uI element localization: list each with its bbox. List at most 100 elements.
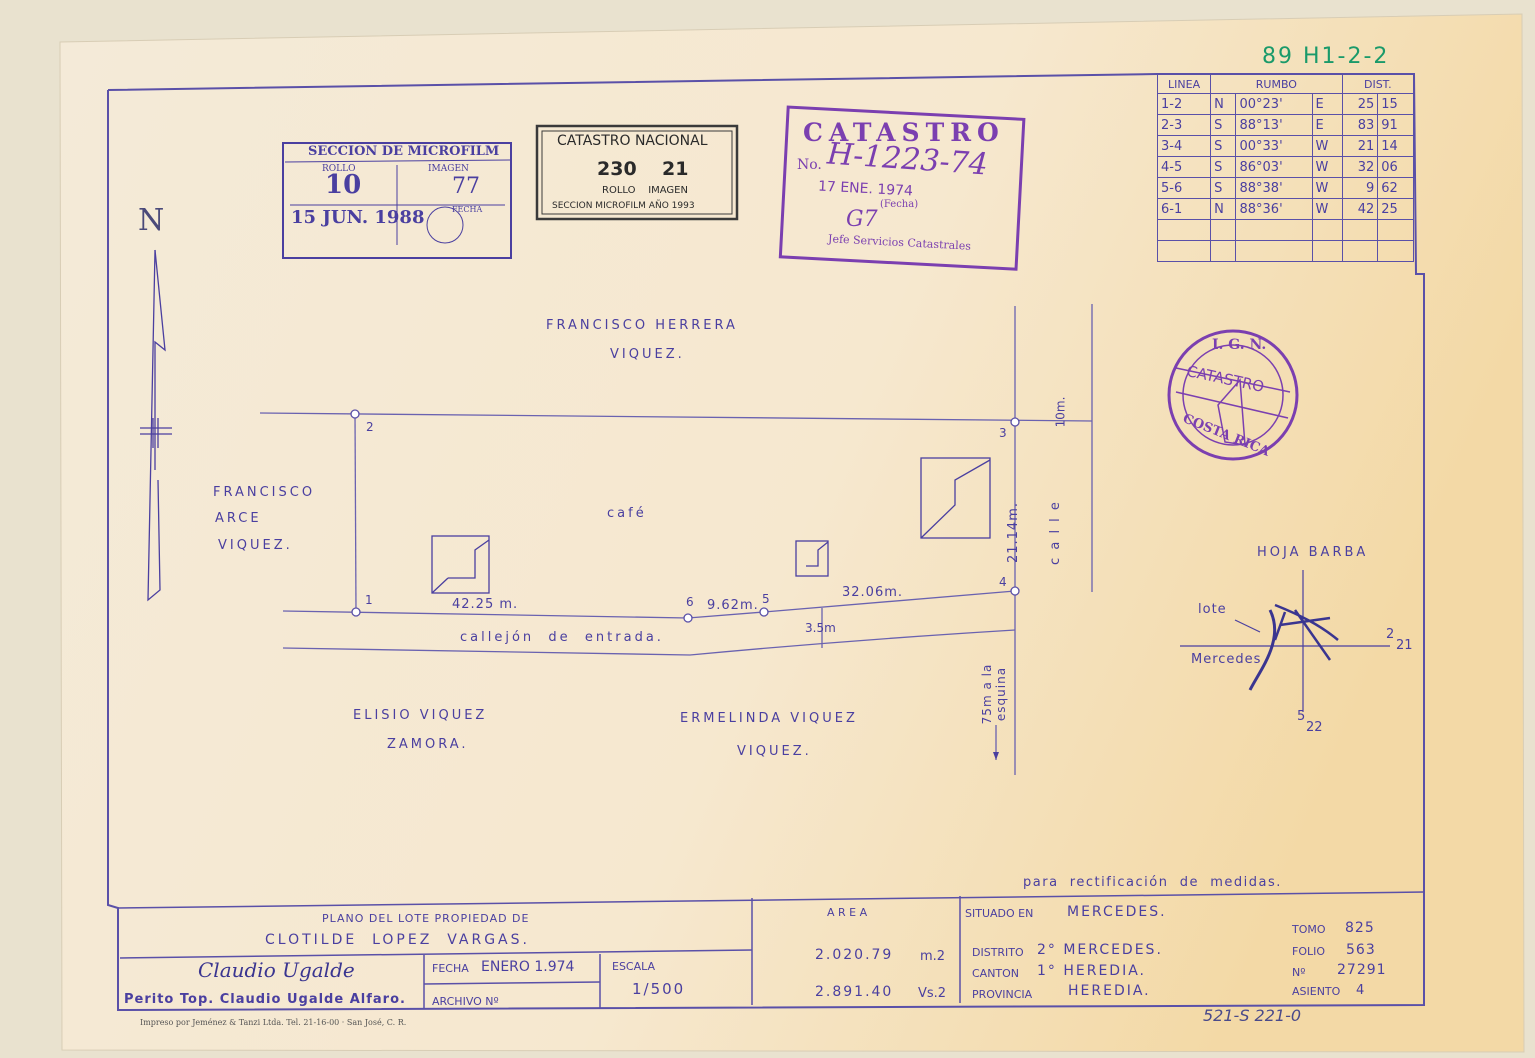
bearings-cell-linea: 6-1 — [1156, 198, 1212, 220]
bearings-cell-dist-dec: 14 — [1377, 135, 1414, 157]
bearings-cell-angle: 86°03' — [1235, 156, 1313, 178]
north-arrow — [140, 249, 172, 602]
distrito-label: DISTRITO — [972, 946, 1024, 959]
microfilm-imagen: 77 — [452, 174, 480, 199]
bearings-empty-cell — [1156, 240, 1212, 262]
bearings-cell-dist-int: 32 — [1341, 156, 1379, 178]
alley-width: 3.5m — [805, 621, 836, 635]
location-map-e-val: 21 — [1396, 638, 1413, 653]
distrito-value: 2° MERCEDES. — [1037, 942, 1163, 958]
bearings-cell-angle: 88°13' — [1235, 114, 1313, 136]
paper — [59, 13, 1525, 1053]
canton-value: 1° HEREDIA. — [1037, 963, 1146, 979]
title-block-lines — [117, 891, 1425, 1008]
provincia-value: HEREDIA. — [1068, 983, 1151, 999]
bearings-cell-ew: W — [1311, 156, 1343, 178]
survey-points — [350, 409, 1020, 623]
no-value: 27291 — [1337, 962, 1387, 978]
bearings-empty-cell — [1311, 240, 1343, 262]
point-2-label: 2 — [366, 420, 374, 434]
arrow-down-icon — [993, 752, 999, 760]
bearings-empty-row — [1156, 219, 1414, 241]
neighbor-north-2: VIQUEZ. — [610, 347, 685, 362]
dim-5-4: 32.06m. — [842, 585, 904, 600]
bearings-cell-ns: S — [1210, 114, 1237, 136]
dim-1-6: 42.25 m. — [452, 597, 519, 612]
bearings-cell-angle: 88°36' — [1235, 198, 1313, 220]
microfilm-rollo: 10 — [325, 170, 362, 200]
escala-label: ESCALA — [612, 960, 656, 973]
street-width: 10m. — [1053, 396, 1068, 428]
bearings-cell-dist-int: 42 — [1341, 198, 1379, 220]
catastro-nacional-footer: SECCION MICROFILM AÑO 1993 — [552, 201, 695, 211]
bearings-cell-ns: N — [1210, 198, 1237, 220]
plan-label: PLANO DEL LOTE PROPIEDAD DE — [322, 912, 530, 925]
point-3 — [1010, 417, 1020, 427]
canton-label: CANTON — [972, 967, 1020, 980]
bearings-empty-cell — [1377, 219, 1414, 241]
bearings-cell-angle: 00°23' — [1235, 93, 1313, 115]
bearings-cell-ns: S — [1210, 135, 1237, 157]
bearings-empty-cell — [1156, 219, 1212, 241]
bearings-empty-row — [1156, 240, 1414, 262]
surveyor-name: Perito Top. Claudio Ugalde Alfaro. — [124, 992, 406, 1007]
bearings-cell-dist-dec: 25 — [1377, 198, 1414, 220]
printer-imprint: Impreso por Jeménez & Tanzi Ltda. Tel. 2… — [140, 1018, 407, 1027]
catastro-nacional-box — [535, 124, 739, 221]
neighbor-south-left-1: ELISIO VIQUEZ — [353, 708, 488, 723]
microfilm-rollo-label: ROLLO — [322, 164, 356, 174]
folio-label: FOLIO — [1292, 945, 1326, 958]
bearings-cell-dist-dec: 15 — [1377, 93, 1414, 115]
neighbor-west-2: ARCE — [215, 511, 262, 526]
bearings-empty-cell — [1235, 240, 1313, 262]
bearings-cell-ew: E — [1311, 93, 1343, 115]
bearings-empty-cell — [1311, 219, 1343, 241]
bearings-header-row: LINEA RUMBO DIST. — [1156, 74, 1415, 94]
area-m2: 2.020.79 — [815, 947, 894, 963]
point-3-label: 3 — [999, 426, 1007, 440]
area-label: A R E A — [827, 906, 868, 919]
north-label: N — [138, 203, 165, 238]
tomo-value: 825 — [1345, 920, 1375, 936]
situado-value: MERCEDES. — [1067, 904, 1167, 920]
location-map-n-label: 5 — [1297, 709, 1306, 724]
point-6-label: 6 — [686, 595, 694, 609]
point-5 — [759, 607, 769, 617]
bearings-cell-angle: 88°38' — [1235, 177, 1313, 199]
corner-reference: 89 H1-2-2 — [1262, 44, 1390, 69]
catastro-fecha-label: (Fecha) — [880, 199, 919, 210]
street-label: c a l l e — [1047, 500, 1063, 565]
location-map-e-label: 2 — [1386, 627, 1395, 642]
microfilm-date: 15 JUN. 1988 — [291, 207, 425, 228]
bearings-cell-ns: S — [1210, 156, 1237, 178]
point-4-label: 4 — [999, 575, 1007, 589]
bearings-cell-dist-dec: 91 — [1377, 114, 1414, 136]
bearings-empty-cell — [1341, 219, 1379, 241]
dim-3-4: 21.14m. — [1006, 501, 1022, 564]
point-1-label: 1 — [365, 593, 373, 607]
tomo-label: TOMO — [1292, 923, 1326, 936]
catastro-nacional-imagen: 21 — [662, 158, 689, 180]
bearings-cell-dist-int: 9 — [1341, 177, 1379, 199]
catastro-no-label: No. — [797, 157, 822, 173]
microfilm-imagen-label: IMAGEN — [428, 164, 469, 174]
archivo-label: ARCHIVO Nº — [432, 995, 499, 1008]
asiento-value: 4 — [1356, 983, 1365, 998]
purple-stamps — [778, 105, 1299, 461]
neighbor-south-right-1: ERMELINDA VIQUEZ — [680, 711, 858, 726]
bearings-cell-linea: 5-6 — [1156, 177, 1212, 199]
catastro-nacional-title: CATASTRO NACIONAL — [557, 133, 708, 149]
neighbor-south-left-2: ZAMORA. — [387, 737, 469, 752]
bearings-empty-cell — [1377, 240, 1414, 262]
bearings-cell-ns: N — [1210, 93, 1237, 115]
to-corner-label: 75m a la esquina — [980, 663, 1008, 725]
catastro-nacional-sub: ROLLO IMAGEN — [602, 185, 688, 196]
bearings-cell-linea: 1-2 — [1156, 93, 1212, 115]
bearings-empty-cell — [1235, 219, 1313, 241]
